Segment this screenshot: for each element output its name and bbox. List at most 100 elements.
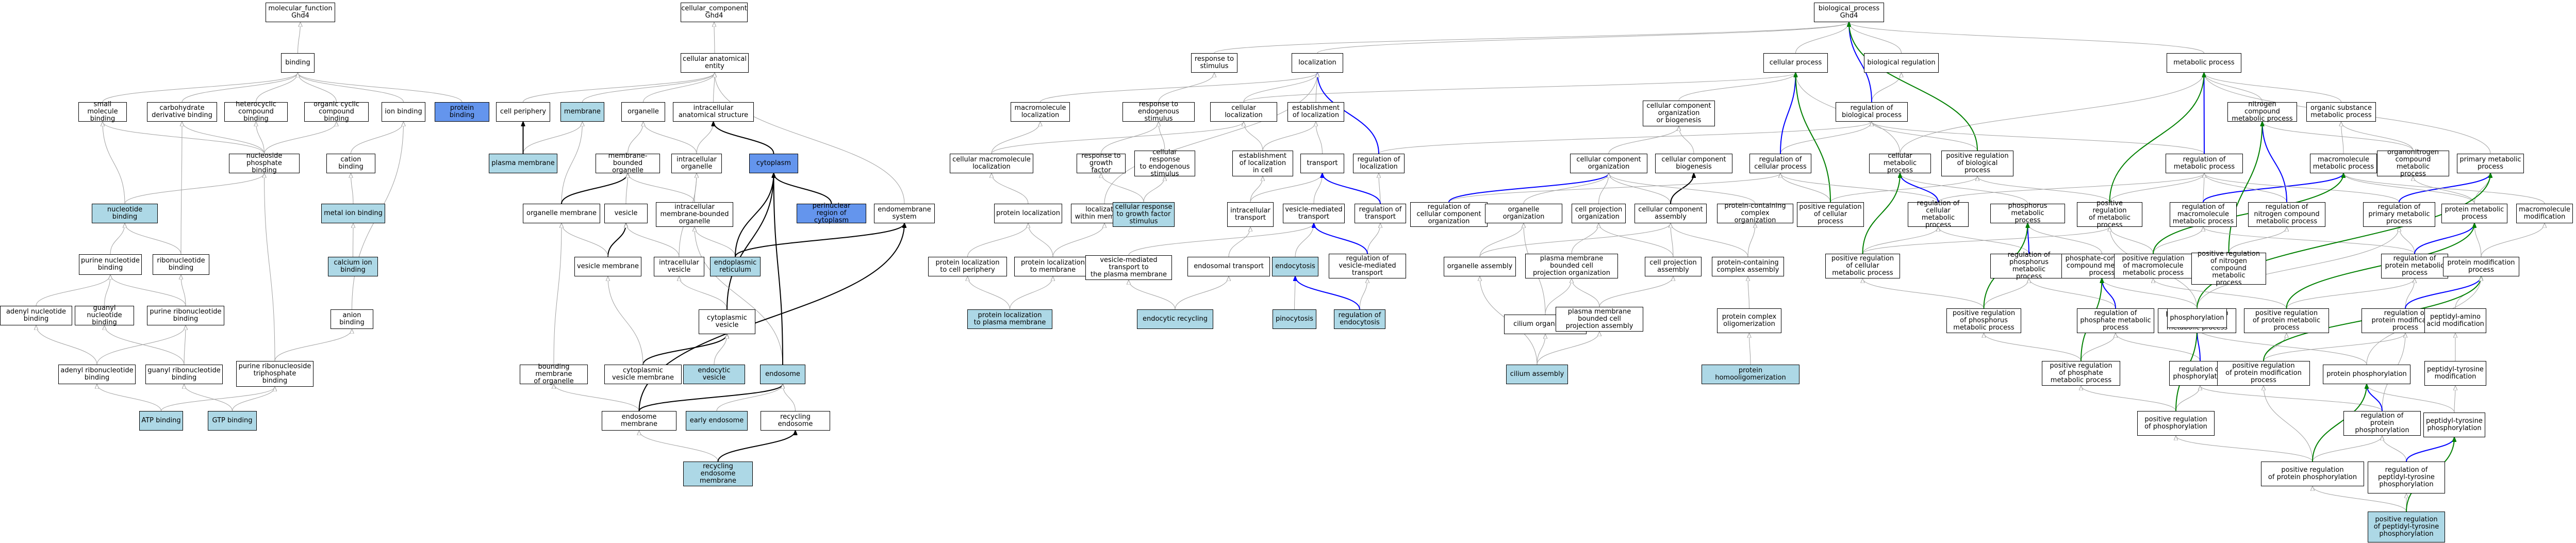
go-term-endocytic-recycling: endocytic recycling xyxy=(1137,309,1213,329)
edge-is-a xyxy=(1872,122,2205,154)
edge-is-a xyxy=(103,122,265,154)
go-term-protein-phosphorylation: protein phosphorylation xyxy=(2323,365,2410,384)
go-term-purine-ribonucleoside-tp: purine ribonucleoside triphosphate bindi… xyxy=(236,361,313,387)
edge-is-a xyxy=(582,73,715,103)
edge-positively-regulates xyxy=(2109,73,2204,203)
go-term-org-membrane: organelle membrane xyxy=(523,204,600,223)
edge-is-a xyxy=(181,275,186,306)
edge-is-a xyxy=(1028,223,1053,257)
go-term-phosphorus-met: phosphorus metabolic process xyxy=(1990,203,2065,224)
edge-is-a xyxy=(679,276,728,310)
go-term-protein-binding: protein binding xyxy=(435,102,489,122)
edge-is-a xyxy=(105,325,185,365)
go-term-er: endoplasmic reticulum xyxy=(710,257,761,276)
edge-is-a xyxy=(1679,126,1694,154)
go-term-cytoplasm: cytoplasm xyxy=(749,154,798,173)
go-term-cc-assembly: cellular component assembly xyxy=(1634,204,1707,223)
go-term-reg-bio: regulation of biological process xyxy=(1836,102,1908,122)
go-term-reg-protein-phos: regulation of protein phosphorylation xyxy=(2343,411,2421,436)
go-term-pos-reg-protein-met: positive regulation of protein metabolic… xyxy=(2244,308,2329,333)
go-term-bp: biological_process Ghd4 xyxy=(1814,3,1884,22)
edge-part-of xyxy=(774,173,783,365)
edge-is-a xyxy=(991,122,1244,154)
edge-is-a xyxy=(2176,436,2313,462)
go-term-peptidyl-tyr-mod: peptidyl-tyrosine modification xyxy=(2424,361,2486,386)
edge-is-a xyxy=(1872,122,1978,151)
edge-is-a xyxy=(2029,278,2116,309)
go-term-macromol-mod: macromolecule modification xyxy=(2516,204,2573,223)
edge-is-a xyxy=(182,122,265,154)
edge-is-a xyxy=(1863,278,1984,309)
go-term-pos-reg-cell-met: positive regulation of cellular metaboli… xyxy=(1825,254,1900,278)
edge-is-a xyxy=(184,325,186,365)
go-term-protein-homo: protein homooligomerization xyxy=(1702,365,1799,384)
go-term-resp-growth: response to growth factor xyxy=(1077,153,1126,174)
go-term-cell-macromol-loc: cellular macromolecule localization xyxy=(950,154,1033,173)
edge-is-a xyxy=(97,384,161,412)
edge-is-a xyxy=(1849,22,2204,54)
go-term-pm-bounded-proj-org: plasma membrane bounded cell projection … xyxy=(1525,254,1618,278)
edge-is-a xyxy=(1448,173,1780,203)
edge-is-a xyxy=(232,387,275,412)
edge-is-a xyxy=(1262,122,1316,151)
go-term-peptidyl-aa-mod: peptidyl-amino acid modification xyxy=(2424,308,2486,333)
edge-is-a xyxy=(1747,223,1755,257)
go-term-reg-met: regulation of metabolic process xyxy=(2166,154,2243,173)
go-term-macromol-loc: macromolecule localization xyxy=(1011,102,1070,122)
go-term-pinocytosis: pinocytosis xyxy=(1273,309,1316,329)
edge-is-a xyxy=(967,223,1029,257)
edge-is-a xyxy=(1748,276,1749,309)
edge-is-a xyxy=(1214,22,1849,54)
go-term-nucleotide: nucleotide binding xyxy=(92,204,158,223)
go-term-protein-loc: protein localization xyxy=(994,204,1062,223)
go-term-macromol-met: macromolecule metabolic process xyxy=(2310,154,2377,173)
go-term-pos-reg-bio: positive regulation of biological proces… xyxy=(1941,151,2013,176)
edge-is-a xyxy=(2341,122,2414,151)
go-term-reg-cc-org: regulation of cellular component organiz… xyxy=(1410,202,1488,227)
edge-is-a xyxy=(1938,173,2204,203)
edge-is-a xyxy=(36,325,97,365)
go-term-resp-stimulus: response to stimulus xyxy=(1191,53,1237,73)
go-term-pos-reg-phosphorylation: positive regulation of phosphorylation xyxy=(2137,411,2215,436)
edge-is-a xyxy=(1671,223,1748,257)
go-term-pos-reg-cell-proc: positive regulation of cellular process xyxy=(1797,202,1864,227)
go-term-cell-periphery: cell periphery xyxy=(496,102,550,122)
go-term-cell-met: cellular metabolic process xyxy=(1869,153,1931,174)
go-term-intracell-mem-org: intracellular membrane-bounded organelle xyxy=(656,202,733,227)
go-term-org-organization: organelle organization xyxy=(1485,204,1562,223)
go-term-heterocyclic: heterocyclic compound binding xyxy=(224,101,288,123)
edge-is-a xyxy=(1537,332,1599,365)
edge-is-a xyxy=(125,223,181,255)
edge-is-a xyxy=(643,122,697,154)
go-term-purine-ribonucleotide: purine ribonucleotide binding xyxy=(147,306,224,325)
go-term-ribonucleotide: ribonucleotide binding xyxy=(153,254,209,275)
edge-is-a xyxy=(783,384,796,412)
edge-is-a xyxy=(1977,176,2110,203)
go-term-reg-endocytosis: regulation of endocytosis xyxy=(1334,309,1385,329)
go-term-cc-org-bio: cellular component organization or bioge… xyxy=(1643,101,1715,126)
edge-is-a xyxy=(554,384,639,412)
edge-is-a xyxy=(1129,280,1176,310)
go-term-vesicle-membrane: vesicle membrane xyxy=(574,257,641,276)
go-term-organonitrogen: organonitrogen compound metabolic proces… xyxy=(2377,149,2449,178)
edge-is-a xyxy=(1317,22,1849,54)
go-term-vesicle-transport-pm: vesicle-mediated transport to the plasma… xyxy=(1085,255,1172,280)
edge-is-a xyxy=(1104,73,1317,204)
go-term-org-sub-met: organic substance metabolic process xyxy=(2306,102,2376,122)
edge-is-a xyxy=(1175,276,1229,310)
go-term-intracell-org: intracellular organelle xyxy=(671,154,722,173)
go-term-anion: anion binding xyxy=(331,309,373,329)
go-term-cellular-process: cellular process xyxy=(1763,53,1828,73)
go-term-metal-ion: metal ion binding xyxy=(321,204,385,223)
go-term-pos-reg-peptidyl-tyr-phos: positive regulation of peptidyl-tyrosine… xyxy=(2368,512,2445,542)
edge-is-a xyxy=(1479,223,1524,257)
edge-is-a xyxy=(265,173,275,361)
edge-is-a xyxy=(2081,386,2176,412)
go-term-cell-resp-growth: cellular response to growth factor stimu… xyxy=(1113,202,1175,227)
go-term-cyto-vesicle: cytoplasmic vesicle xyxy=(699,309,755,334)
edge-is-a xyxy=(1572,278,1600,307)
go-term-primary-met: primary metabolic process xyxy=(2457,154,2524,173)
go-term-pos-reg-met: positive regulation of metabolic process xyxy=(2077,200,2142,229)
go-term-binding: binding xyxy=(281,53,315,73)
